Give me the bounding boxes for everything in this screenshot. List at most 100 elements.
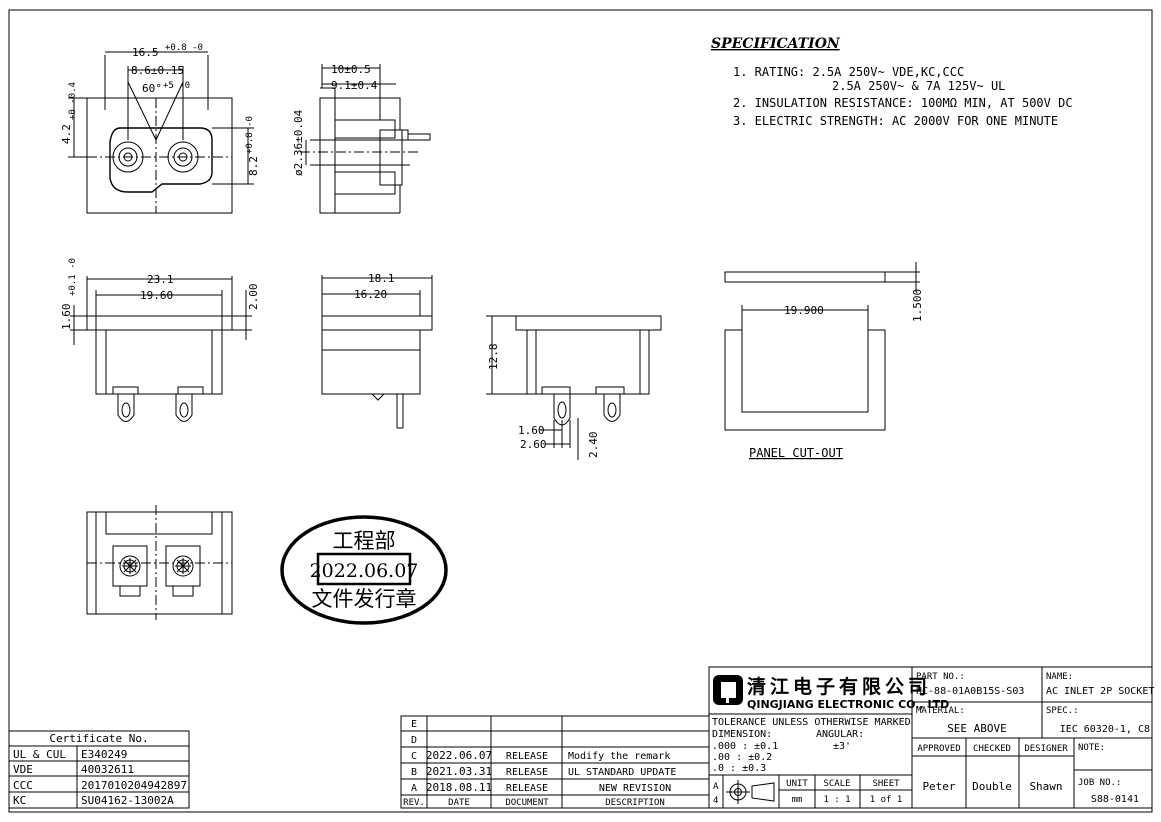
spec-line-2: 2.5A 250V~ & 7A 125V~ UL — [832, 79, 1005, 93]
side-view-2: 18.1 16.20 — [321, 272, 433, 429]
tolerance-line: TOLERANCE UNLESS OTHERWISE MARKED — [712, 717, 911, 728]
unit-value: mm — [792, 795, 803, 805]
rev-header-date: DATE — [448, 798, 470, 808]
cert-key-3: KC — [13, 794, 26, 807]
cert-key-0: UL & CUL — [13, 748, 66, 761]
rev-row1-r: D — [411, 735, 417, 746]
cert-val-1: 40032611 — [81, 763, 134, 776]
spec-value: IEC 60320-1, C8 — [1060, 724, 1150, 735]
dim-front-top-tol: +0.8 -0 — [165, 43, 203, 53]
revision-table: E D C 2022.06.07 RELEASE Modify the rema… — [400, 715, 710, 809]
projection-a: A — [713, 782, 719, 792]
company-name-en: QINGJIANG ELECTRONIC CO., LTD — [747, 698, 949, 711]
rev-row4-r: A — [411, 783, 417, 794]
name-value: AC INLET 2P SOCKET — [1046, 686, 1154, 697]
release-stamp: 工程部 2022.06.07 文件发行章 — [280, 515, 448, 625]
rev-row2-desc: Modify the remark — [568, 751, 670, 762]
spec-line-4: 3. ELECTRIC STRENGTH: AC 2000V FOR ONE M… — [733, 114, 1058, 128]
rev-row3-desc: UL STANDARD UPDATE — [568, 767, 676, 778]
tolerance-angular: ANGULAR: — [816, 729, 864, 740]
tolerance-0: .0 : ±0.3 — [712, 763, 766, 774]
rev-row3-date: 2021.03.31 — [426, 765, 492, 778]
part-no-label: PART NO.: — [916, 672, 965, 682]
cert-key-1: VDE — [13, 763, 33, 776]
top-view — [86, 505, 233, 620]
spec-title: SPECIFICATION — [711, 36, 841, 52]
job-no-label: JOB NO.: — [1078, 778, 1121, 788]
material-value: SEE ABOVE — [947, 722, 1007, 735]
certificate-table: Certificate No. UL & CUL E340249 VDE 400… — [8, 730, 190, 809]
unit-label: UNIT — [786, 779, 808, 789]
approved-value: Peter — [922, 780, 955, 793]
dim-bottom-right: 2.00 — [247, 284, 260, 311]
dim-front-top: 16.5 — [132, 46, 159, 59]
stamp-top-text: 工程部 — [333, 529, 396, 553]
sheet-border — [8, 9, 1153, 813]
checked-value: Double — [972, 780, 1012, 793]
projection-symbol-icon — [726, 780, 775, 804]
tolerance-angular-value: ±3' — [833, 741, 851, 752]
cert-val-0: E340249 — [81, 748, 127, 761]
dim-side-w2: 9.1±0.4 — [331, 79, 378, 92]
rev-row3-r: B — [411, 767, 417, 778]
dim-front-angle-tol: +5 -0 — [163, 81, 190, 91]
material-label: MATERIAL: — [916, 706, 965, 716]
approved-label: APPROVED — [917, 744, 960, 754]
dim-panel-h: 1.500 — [911, 289, 924, 322]
dim-panel-w: 19.900 — [784, 304, 824, 317]
spec-label: SPEC.: — [1046, 706, 1079, 716]
tolerance-000: .000 : ±0.1 — [712, 741, 778, 752]
dim-bottom-w2: 19.60 — [140, 289, 173, 302]
checked-label: CHECKED — [973, 744, 1011, 754]
company-name-cn: 清江电子有限公司 — [747, 675, 931, 698]
rev-row2-r: C — [411, 751, 417, 762]
title-block: 清江电子有限公司 QINGJIANG ELECTRONIC CO., LTD T… — [708, 666, 1154, 809]
spec-line-3: 2. INSULATION RESISTANCE: 100MΩ MIN, AT … — [733, 96, 1073, 110]
specification-block: SPECIFICATION 1. RATING: 2.5A 250V~ VDE,… — [711, 36, 1073, 128]
name-label: NAME: — [1046, 672, 1073, 682]
rev-row4-desc: NEW REVISION — [599, 783, 671, 794]
cert-val-2: 2017010204942897 — [81, 779, 187, 792]
rev-row0-r: E — [411, 719, 417, 730]
cert-key-2: CCC — [13, 779, 33, 792]
front-view: 16.5 +0.8 -0 8.6±0.15 60° +5 -0 4.2 +0 -… — [60, 43, 260, 214]
designer-value: Shawn — [1029, 780, 1062, 793]
dim-front-right-tol: +0.8 -0 — [245, 116, 255, 154]
dim-side2-w2: 16.20 — [354, 288, 387, 301]
rev-row3-doc: RELEASE — [506, 767, 548, 778]
note-label: NOTE: — [1078, 743, 1105, 753]
cert-header: Certificate No. — [49, 732, 148, 745]
side-section-view: 10±0.5 9.1±0.4 ø2.36±0.04 — [292, 63, 431, 214]
dim-mid-h: 12.8 — [487, 344, 500, 371]
dim-side-dia: ø2.36±0.04 — [292, 109, 305, 176]
dim-front-angle: 60° — [142, 82, 162, 95]
dim-front-pitch: 8.6±0.15 — [131, 64, 184, 77]
dim-side2-w1: 18.1 — [368, 272, 395, 285]
tolerance-00: .00 : ±0.2 — [712, 752, 772, 763]
rev-row4-date: 2018.08.11 — [426, 781, 492, 794]
panel-cutout-label: PANEL CUT-OUT — [749, 446, 843, 460]
rev-header-desc: DESCRIPTION — [605, 798, 665, 808]
scale-value: 1 : 1 — [823, 795, 850, 805]
stamp-bottom-text: 文件发行章 — [312, 587, 417, 611]
projection-4: 4 — [713, 796, 718, 806]
rev-row2-date: 2022.06.07 — [426, 749, 492, 762]
rev-row2-doc: RELEASE — [506, 751, 548, 762]
scale-label: SCALE — [823, 779, 850, 789]
sheet-value: 1 of 1 — [870, 795, 903, 805]
panel-cutout-view: 1.500 19.900 PANEL CUT-OUT — [724, 262, 924, 460]
dim-side-w1: 10±0.5 — [331, 63, 371, 76]
part-no-value: HC-88-01A0B15S-S03 — [916, 686, 1024, 697]
rev-header-rev: REV. — [403, 798, 425, 808]
dim-bottom-w1: 23.1 — [147, 273, 174, 286]
dim-mid-c: 2.40 — [587, 432, 600, 459]
dim-mid-b: 2.60 — [520, 438, 547, 451]
designer-label: DESIGNER — [1024, 744, 1068, 754]
middle-view: 12.8 1.60 2.60 2.40 — [486, 315, 662, 460]
sheet-label: SHEET — [872, 779, 900, 789]
dim-bottom-left-tol: +0.1 -0 — [68, 258, 78, 296]
dim-mid-a: 1.60 — [518, 424, 545, 437]
rev-header-doc: DOCUMENT — [505, 798, 549, 808]
stamp-date: 2022.06.07 — [310, 560, 419, 582]
